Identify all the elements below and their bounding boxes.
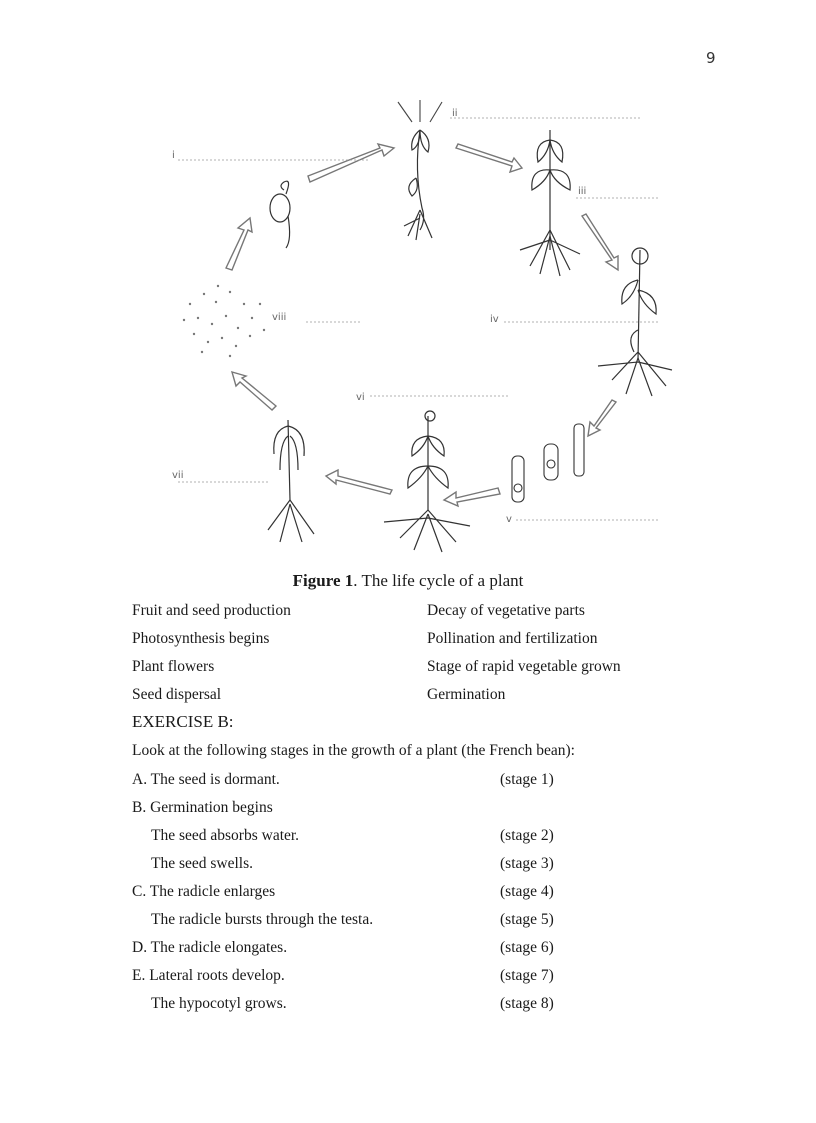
stage-item-b-1: The seed absorbs water.	[151, 827, 299, 845]
exercise-heading: EXERCISE B:	[132, 712, 234, 732]
option-left-1: Fruit and seed production	[132, 601, 291, 621]
life-cycle-illustration: i ii iii iv v vi vii viii	[120, 90, 680, 570]
stage-item-c: C. The radicle enlarges	[132, 883, 275, 901]
young-plant-drawing	[520, 130, 580, 276]
seedling-drawing	[404, 130, 432, 240]
figure-label-v: v	[506, 514, 512, 525]
option-left-2: Photosynthesis begins	[132, 629, 269, 649]
stage-item-a: A. The seed is dormant.	[132, 771, 280, 789]
option-right-4: Germination	[427, 685, 505, 705]
figure-caption-text: . The life cycle of a plant	[353, 571, 523, 590]
stage-item-e-1: The hypocotyl grows.	[151, 995, 287, 1013]
cycle-arrow-7	[232, 372, 276, 410]
stage-number: (stage 6)	[500, 939, 554, 957]
cycle-arrow-6	[326, 470, 392, 494]
cycle-arrow-3	[582, 214, 618, 270]
page-number: 9	[706, 49, 716, 67]
option-left-3: Plant flowers	[132, 657, 214, 677]
exercise-intro: Look at the following stages in the grow…	[132, 742, 575, 760]
stage-number: (stage 4)	[500, 883, 554, 901]
cycle-arrow-1	[308, 144, 394, 182]
stage-number: (stage 8)	[500, 995, 554, 1013]
cycle-arrow-2	[456, 144, 522, 172]
stage-item-c-1: The radicle bursts through the testa.	[151, 911, 373, 929]
figure-label-i: i	[172, 150, 175, 161]
pollination-drawing	[512, 424, 584, 502]
stage-number: (stage 2)	[500, 827, 554, 845]
option-right-1: Decay of vegetative parts	[427, 601, 585, 621]
figure-caption-number: Figure 1	[293, 571, 354, 590]
option-right-3: Stage of rapid vegetable grown	[427, 657, 621, 677]
stage-number: (stage 5)	[500, 911, 554, 929]
figure-label-iv: iv	[490, 314, 499, 325]
figure-caption: Figure 1. The life cycle of a plant	[0, 571, 816, 591]
figure-label-vii: vii	[172, 470, 183, 481]
stage-item-b-2: The seed swells.	[151, 855, 253, 873]
seed-drawing	[270, 181, 290, 248]
plant-life-cycle-figure: i ii iii iv v vi vii viii	[120, 90, 680, 570]
figure-label-vi: vi	[356, 392, 365, 403]
stage-number: (stage 1)	[500, 771, 554, 789]
option-right-2: Pollination and fertilization	[427, 629, 597, 649]
stage-number: (stage 3)	[500, 855, 554, 873]
figure-label-iii: iii	[578, 186, 586, 197]
figure-label-ii: ii	[452, 108, 458, 119]
figure-label-viii: viii	[272, 312, 286, 323]
scattered-seeds-drawing	[183, 285, 265, 357]
stage-item-e: E. Lateral roots develop.	[132, 967, 285, 985]
option-left-4: Seed dispersal	[132, 685, 221, 705]
stage-item-d: D. The radicle elongates.	[132, 939, 287, 957]
cycle-arrow-8	[226, 218, 252, 270]
mature-plant-drawing	[384, 411, 470, 552]
stage-number: (stage 7)	[500, 967, 554, 985]
cycle-arrow-5	[444, 488, 500, 506]
decaying-plant-drawing	[268, 420, 314, 542]
cycle-arrow-4	[588, 400, 616, 436]
stage-item-b: B. Germination begins	[132, 799, 273, 817]
